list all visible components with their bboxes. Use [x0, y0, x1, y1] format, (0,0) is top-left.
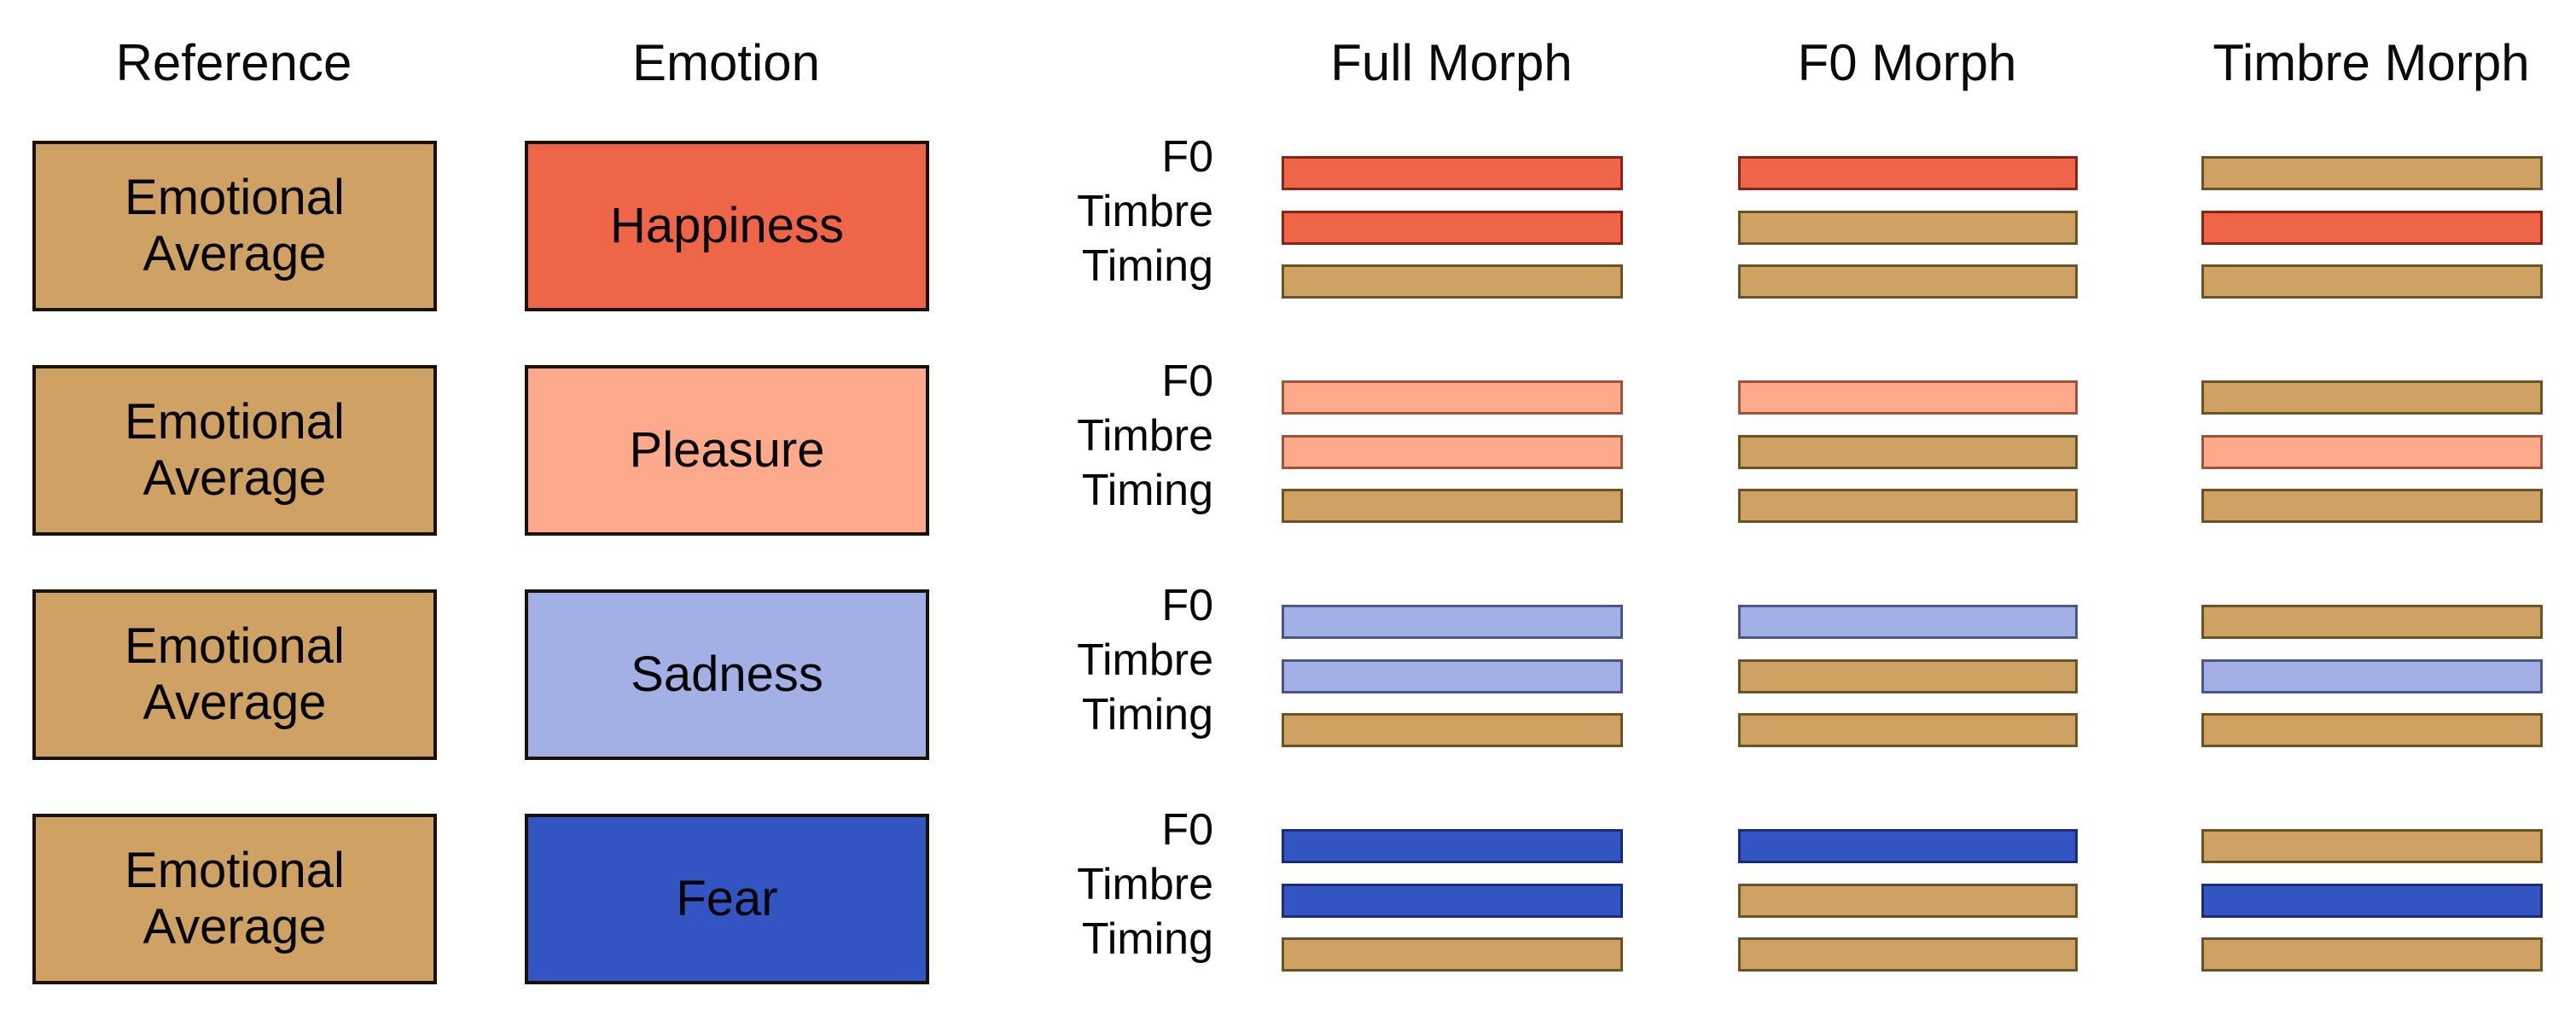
- attr-label-f0-row-3: F0: [1161, 581, 1213, 630]
- emotion-box-label: Pleasure: [629, 422, 825, 478]
- bar-f0-morph-timing-row-1: [1738, 264, 2078, 299]
- emotion-box-label: Fear: [676, 871, 778, 926]
- bar-timbre-morph-timbre-row-1: [2201, 211, 2543, 245]
- bar-timbre-morph-f0-row-3: [2201, 605, 2543, 639]
- reference-box-row-4: Emotional Average: [32, 814, 437, 984]
- bar-timbre-morph-timing-row-4: [2201, 937, 2543, 972]
- bar-f0-morph-timbre-row-3: [1738, 659, 2078, 693]
- bar-full-morph-timbre-row-2: [1282, 435, 1623, 469]
- reference-label-line-1: Emotional: [125, 843, 345, 898]
- bar-timbre-morph-timing-row-2: [2201, 489, 2543, 523]
- emotion-box-row-1: Happiness: [525, 141, 929, 311]
- bar-f0-morph-timing-row-3: [1738, 713, 2078, 747]
- bar-f0-morph-f0-row-1: [1738, 156, 2078, 190]
- bar-f0-morph-f0-row-4: [1738, 829, 2078, 863]
- bar-full-morph-timing-row-1: [1282, 264, 1623, 299]
- bar-timbre-morph-timbre-row-2: [2201, 435, 2543, 469]
- reference-label-line-1: Emotional: [125, 618, 345, 674]
- reference-box-row-1: Emotional Average: [32, 141, 437, 311]
- bar-full-morph-f0-row-4: [1282, 829, 1623, 863]
- reference-box-label: Emotional Average: [41, 843, 428, 955]
- bar-full-morph-timbre-row-3: [1282, 659, 1623, 693]
- bar-timbre-morph-timbre-row-3: [2201, 659, 2543, 693]
- emotion-box-label: Sadness: [631, 647, 823, 702]
- reference-box-label: Emotional Average: [41, 394, 428, 507]
- attr-label-timbre-row-1: Timbre: [1077, 187, 1213, 236]
- bar-full-morph-timing-row-4: [1282, 937, 1623, 972]
- attr-label-timing-row-3: Timing: [1081, 690, 1213, 740]
- reference-box-label: Emotional Average: [41, 170, 428, 282]
- bar-f0-morph-timbre-row-2: [1738, 435, 2078, 469]
- bar-full-morph-f0-row-2: [1282, 380, 1623, 415]
- bar-timbre-morph-f0-row-1: [2201, 156, 2543, 190]
- bar-timbre-morph-timing-row-3: [2201, 713, 2543, 747]
- bar-full-morph-timbre-row-1: [1282, 211, 1623, 245]
- bar-timbre-morph-timing-row-1: [2201, 264, 2543, 299]
- emotion-box-row-4: Fear: [525, 814, 929, 984]
- attr-label-f0-row-4: F0: [1161, 805, 1213, 855]
- column-header-f0-morph: F0 Morph: [1797, 34, 2017, 91]
- bar-f0-morph-f0-row-2: [1738, 380, 2078, 415]
- bar-f0-morph-timbre-row-4: [1738, 884, 2078, 918]
- bar-timbre-morph-timbre-row-4: [2201, 884, 2543, 918]
- reference-box-row-2: Emotional Average: [32, 365, 437, 536]
- attr-label-timbre-row-3: Timbre: [1077, 635, 1213, 685]
- attr-label-timing-row-2: Timing: [1081, 466, 1213, 515]
- attr-label-f0-row-2: F0: [1161, 357, 1213, 406]
- attr-label-timbre-row-4: Timbre: [1077, 860, 1213, 909]
- attr-label-timing-row-1: Timing: [1081, 241, 1213, 291]
- reference-label-line-2: Average: [142, 899, 327, 954]
- bar-f0-morph-timing-row-4: [1738, 937, 2078, 972]
- reference-box-label: Emotional Average: [41, 618, 428, 731]
- column-header-timbre-morph: Timbre Morph: [2213, 34, 2530, 91]
- column-header-full-morph: Full Morph: [1330, 34, 1573, 91]
- bar-timbre-morph-f0-row-4: [2201, 829, 2543, 863]
- emotion-box-label: Happiness: [609, 198, 845, 253]
- reference-label-line-1: Emotional: [125, 394, 345, 450]
- reference-box-row-3: Emotional Average: [32, 589, 437, 760]
- column-header-emotion: Emotion: [631, 34, 821, 91]
- reference-label-line-2: Average: [142, 450, 327, 506]
- emotion-box-row-3: Sadness: [525, 589, 929, 760]
- bar-full-morph-timing-row-3: [1282, 713, 1623, 747]
- reference-label-line-1: Emotional: [125, 170, 345, 225]
- reference-label-line-2: Average: [142, 226, 327, 281]
- bar-full-morph-f0-row-1: [1282, 156, 1623, 190]
- bar-full-morph-timing-row-2: [1282, 489, 1623, 523]
- column-header-reference: Reference: [115, 34, 352, 91]
- bar-f0-morph-timing-row-2: [1738, 489, 2078, 523]
- bar-full-morph-timbre-row-4: [1282, 884, 1623, 918]
- attr-label-f0-row-1: F0: [1161, 132, 1213, 182]
- emotion-box-row-2: Pleasure: [525, 365, 929, 536]
- bar-f0-morph-f0-row-3: [1738, 605, 2078, 639]
- reference-label-line-2: Average: [142, 675, 327, 730]
- attr-label-timbre-row-2: Timbre: [1077, 411, 1213, 461]
- bar-full-morph-f0-row-3: [1282, 605, 1623, 639]
- bar-timbre-morph-f0-row-2: [2201, 380, 2543, 415]
- attr-label-timing-row-4: Timing: [1081, 914, 1213, 964]
- bar-f0-morph-timbre-row-1: [1738, 211, 2078, 245]
